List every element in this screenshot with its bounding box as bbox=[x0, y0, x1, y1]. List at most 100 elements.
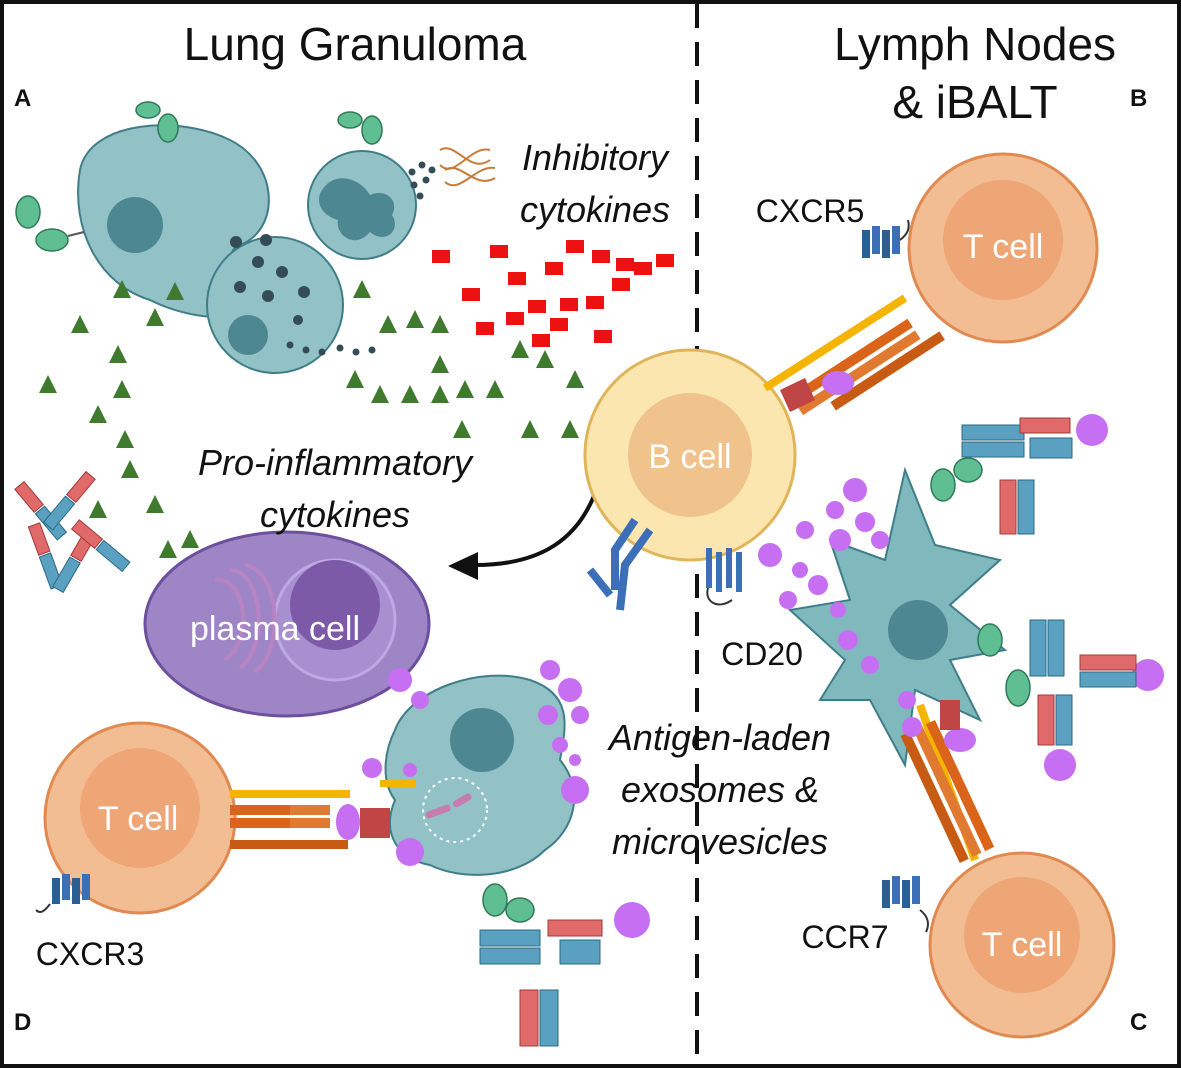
b-cell-label: B cell bbox=[648, 438, 731, 476]
antigen-vesicle bbox=[411, 691, 429, 709]
proinflammatory-cytokine-mark bbox=[146, 495, 164, 513]
inhibitory-label-line2: cytokines bbox=[520, 189, 670, 230]
proinflammatory-cytokine-mark bbox=[486, 380, 504, 398]
proinflammatory-cytokine-mark bbox=[431, 355, 449, 373]
neutrophil-cell bbox=[307, 150, 417, 260]
heading-left: Lung Granuloma bbox=[184, 18, 527, 70]
panel-label-a: A bbox=[14, 85, 31, 112]
cxcr3-label: CXCR3 bbox=[36, 936, 144, 972]
t-cell-bottom-label: T cell bbox=[982, 926, 1063, 964]
antigen-vesicle bbox=[843, 478, 867, 502]
antigen-vesicle bbox=[552, 737, 568, 753]
differentiation-arrow bbox=[448, 484, 600, 580]
antigen-vesicle bbox=[861, 656, 879, 674]
proinflammatory-cytokine-mark bbox=[89, 405, 107, 423]
inhibitory-cytokine-mark bbox=[490, 245, 508, 258]
proinflammatory-cytokine-mark bbox=[116, 430, 134, 448]
antigen-vesicle bbox=[829, 529, 851, 551]
inhibitory-cytokine-mark bbox=[634, 262, 652, 275]
b-cell: B cell bbox=[583, 348, 797, 562]
ccr7-label: CCR7 bbox=[801, 919, 888, 955]
antigen-vesicle bbox=[871, 531, 889, 549]
antigen-vesicle bbox=[838, 630, 858, 650]
cd20-receptor-icon bbox=[706, 548, 742, 606]
proinflammatory-cytokine-mark bbox=[431, 385, 449, 403]
proinflammatory-cytokine-mark bbox=[561, 420, 579, 438]
proinflammatory-cytokine-mark bbox=[566, 370, 584, 388]
proinflammatory-cytokine-mark bbox=[181, 530, 199, 548]
antigen-vesicle bbox=[388, 668, 412, 692]
t-cell-bottom: T cell bbox=[928, 851, 1116, 1039]
proinflammatory-cytokine-markers bbox=[39, 280, 584, 558]
immune-synapse-left bbox=[230, 780, 416, 849]
antibody-cluster-right bbox=[930, 417, 1137, 746]
antigen-vesicle bbox=[540, 660, 560, 680]
proinflammatory-cytokine-mark bbox=[113, 380, 131, 398]
dendritic-cell bbox=[787, 466, 1008, 769]
panel-label-d: D bbox=[14, 1009, 31, 1036]
proinflammatory-cytokine-mark bbox=[431, 315, 449, 333]
proinflammatory-cytokine-mark bbox=[353, 280, 371, 298]
proinflammatory-cytokine-mark bbox=[113, 280, 131, 298]
antigen-label-line1: Antigen-laden bbox=[607, 717, 831, 758]
proinflammatory-label-line1: Pro-inflammatory bbox=[198, 442, 474, 483]
proinflammatory-cytokine-mark bbox=[71, 315, 89, 333]
inhibitory-cytokine-mark bbox=[616, 258, 634, 271]
antibody-cluster-bottom bbox=[479, 883, 650, 1047]
t-cell-top-label: T cell bbox=[963, 228, 1044, 266]
dna-helix-icon bbox=[439, 147, 496, 187]
antigen-vesicle bbox=[792, 562, 808, 578]
fc-receptor-icon bbox=[15, 101, 383, 252]
proinflammatory-cytokine-mark bbox=[39, 375, 57, 393]
inhibitory-cytokine-mark bbox=[612, 278, 630, 291]
cd20-label: CD20 bbox=[721, 636, 803, 672]
cxcr5-label: CXCR5 bbox=[756, 193, 864, 229]
inhibitory-cytokine-mark bbox=[656, 254, 674, 267]
antigen-vesicle bbox=[396, 838, 424, 866]
ccr7-receptor-icon bbox=[882, 876, 929, 933]
antigen-vesicle bbox=[855, 512, 875, 532]
inhibitory-label-line1: Inhibitory bbox=[522, 137, 670, 178]
proinflammatory-cytokine-mark bbox=[109, 345, 127, 363]
panel-label-b: B bbox=[1130, 85, 1147, 112]
inhibitory-cytokine-mark bbox=[594, 330, 612, 343]
proinflammatory-cytokine-mark bbox=[536, 350, 554, 368]
antigen-vesicle bbox=[403, 763, 417, 777]
proinflammatory-cytokine-mark bbox=[511, 340, 529, 358]
t-cell-top: T cell bbox=[907, 152, 1099, 344]
inhibitory-cytokine-mark bbox=[592, 250, 610, 263]
inhibitory-cytokine-mark bbox=[586, 296, 604, 309]
inhibitory-cytokine-mark bbox=[462, 288, 480, 301]
t-cell-left-label: T cell bbox=[98, 800, 179, 838]
plasma-cell: plasma cell bbox=[143, 530, 431, 718]
antigen-vesicle bbox=[826, 501, 844, 519]
antigen-vesicles-right bbox=[758, 414, 1164, 781]
plasma-cell-label: plasma cell bbox=[190, 610, 360, 648]
antigen-vesicle bbox=[569, 754, 581, 766]
proinflammatory-cytokine-mark bbox=[121, 460, 139, 478]
b-cell-receptor-icon bbox=[586, 517, 654, 611]
antigen-vesicle bbox=[796, 521, 814, 539]
proinflammatory-cytokine-mark bbox=[346, 370, 364, 388]
proinflammatory-cytokine-mark bbox=[453, 420, 471, 438]
immune-synapse-top bbox=[762, 294, 945, 416]
proinflammatory-cytokine-mark bbox=[456, 380, 474, 398]
antigen-vesicle bbox=[902, 717, 922, 737]
antigen-vesicle bbox=[538, 705, 558, 725]
antigen-vesicle bbox=[898, 691, 916, 709]
proinflammatory-cytokine-mark bbox=[89, 500, 107, 518]
inhibitory-cytokine-markers bbox=[432, 240, 674, 347]
antigen-vesicle bbox=[1132, 659, 1164, 691]
antigen-presenting-cell bbox=[384, 674, 576, 876]
inhibitory-cytokine-mark bbox=[566, 240, 584, 253]
heading-right-line2: & iBALT bbox=[892, 76, 1057, 128]
proinflammatory-cytokine-mark bbox=[159, 540, 177, 558]
inhibitory-cytokine-mark bbox=[508, 272, 526, 285]
cxcr3-receptor-icon bbox=[35, 874, 90, 913]
granulocyte-cell bbox=[206, 234, 344, 374]
antigen-vesicle bbox=[808, 575, 828, 595]
antigen-vesicle bbox=[571, 706, 589, 724]
